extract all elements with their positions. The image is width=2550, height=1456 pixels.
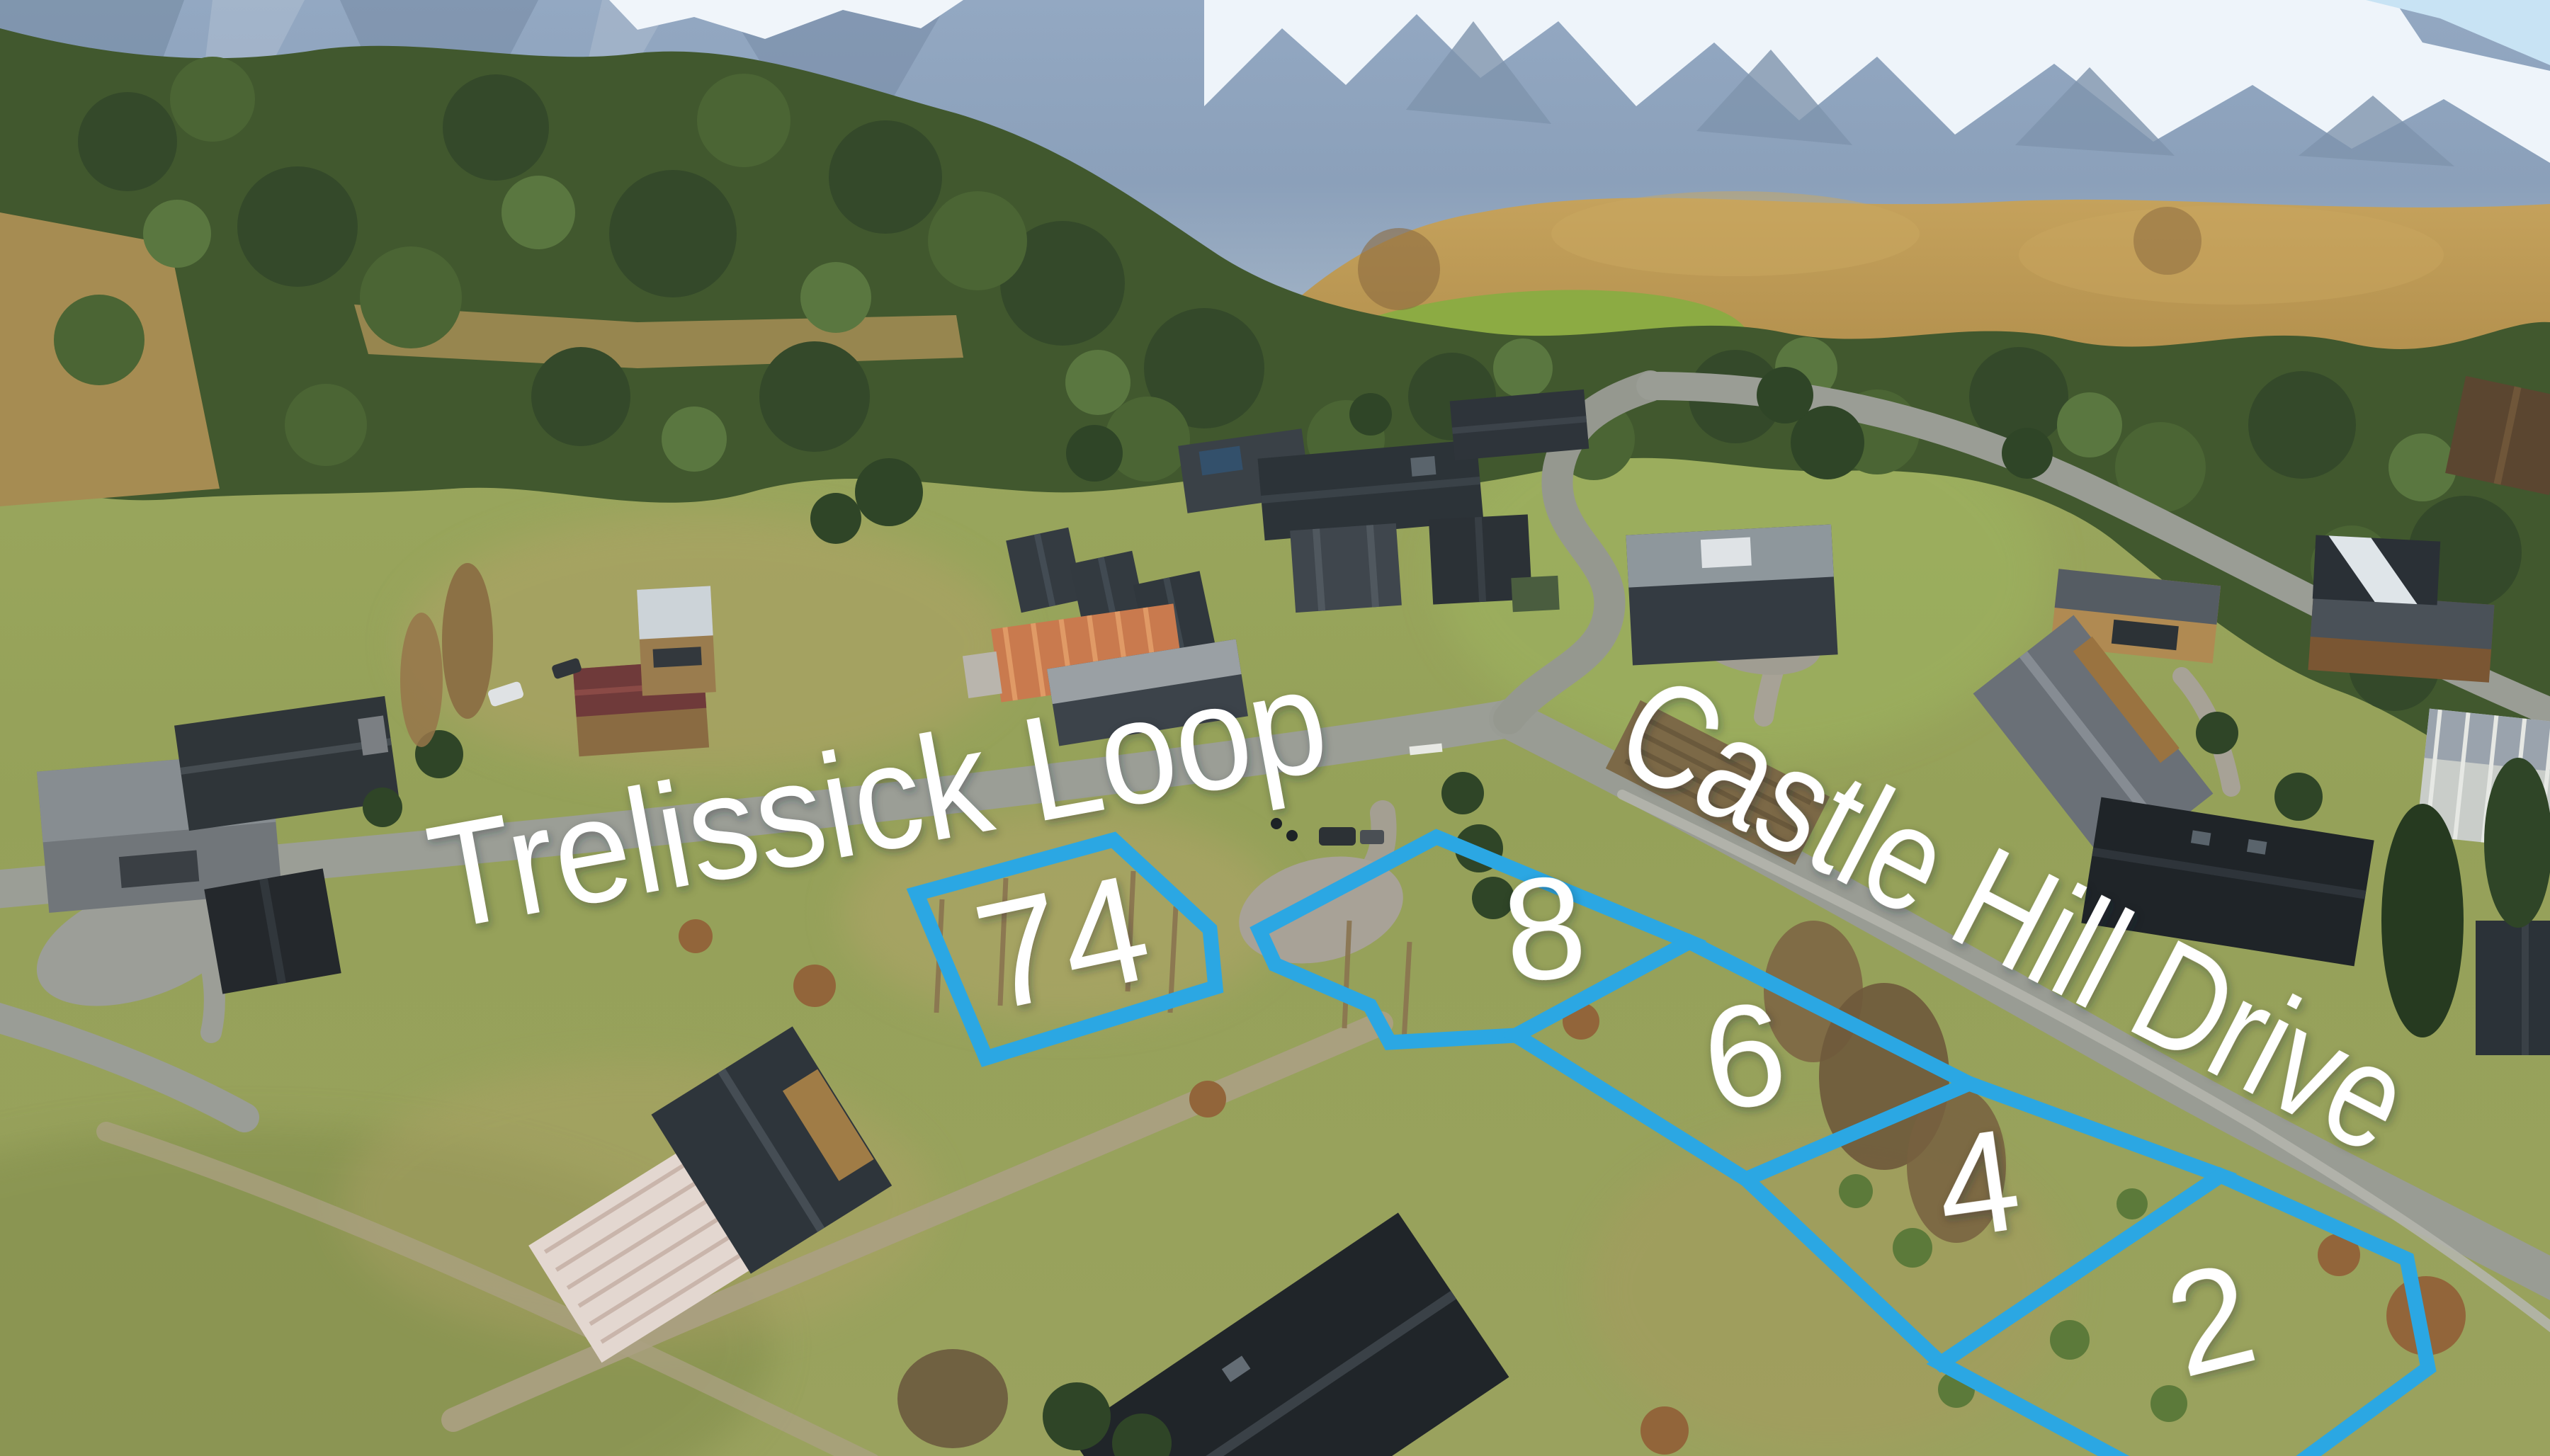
house-foreground-pink-roof — [528, 1026, 892, 1363]
road-marking — [1409, 743, 1443, 756]
dark-car — [552, 658, 582, 679]
lot-label-8: 8 — [1496, 844, 1593, 1014]
house-black-cabin — [204, 868, 341, 994]
rock-peak — [1406, 21, 1551, 124]
gravel-track — [96, 1122, 878, 1456]
vehicles-and-people — [488, 658, 1384, 846]
house-village-large — [1257, 439, 1484, 541]
tussock-highlight — [1551, 191, 1920, 276]
house-village-dark — [1428, 514, 1533, 605]
bare-larch — [442, 563, 493, 719]
lot-74-boundary — [906, 831, 1224, 1067]
lot-2-boundary — [1926, 1167, 2437, 1456]
house-silver-chalet — [637, 586, 716, 696]
house-village-top — [1449, 389, 1590, 461]
trees — [363, 367, 2550, 1456]
lot-8-boundary — [1250, 829, 1707, 1050]
rock-peak — [2015, 67, 2175, 156]
house-foreground-black — [1069, 1212, 1509, 1456]
autumn-tree-patch — [2134, 207, 2202, 275]
road-bottom-left — [0, 1003, 259, 1132]
snow-peaks — [1204, 0, 2550, 163]
rock-peak — [2299, 96, 2454, 166]
bare-tree — [1907, 1087, 2006, 1243]
house-cabin-a — [1006, 527, 1084, 613]
person — [1286, 830, 1298, 841]
house-castle-hill-north — [1511, 524, 1838, 666]
community-garden — [1605, 700, 1830, 865]
person — [1271, 818, 1282, 829]
tall-conifer — [2381, 804, 2464, 1037]
gravel-track — [441, 1011, 1393, 1432]
bare-larch — [400, 613, 443, 747]
white-suv — [488, 681, 523, 707]
house-barn-right — [2308, 592, 2495, 683]
house-big-black — [2081, 797, 2374, 967]
lot-label-74: 74 — [962, 841, 1163, 1043]
house-long-dark — [174, 695, 400, 831]
house-pale-roof — [1047, 639, 1248, 746]
autumn-tree-patch — [1358, 228, 1440, 310]
tall-conifer — [2484, 758, 2550, 928]
lot-boundaries — [906, 829, 2437, 1456]
snow-cap-left — [609, 0, 963, 39]
house-right-edge-top — [2445, 375, 2550, 496]
house-gable-pair — [1290, 523, 1402, 613]
footpath-castle-hill — [1617, 790, 2550, 1333]
bare-tree — [897, 1349, 1008, 1448]
car-with-trailer — [1319, 827, 1356, 846]
houses — [36, 375, 2550, 1456]
house-right-edge-dark — [2476, 921, 2550, 1055]
driveway-pad — [36, 877, 247, 1006]
rock-peak — [1696, 50, 1852, 145]
sky-sliver — [2366, 0, 2550, 65]
trailer — [1360, 830, 1384, 844]
tussock-highlight — [2019, 205, 2444, 305]
house-a-frame-bright — [2312, 535, 2441, 605]
